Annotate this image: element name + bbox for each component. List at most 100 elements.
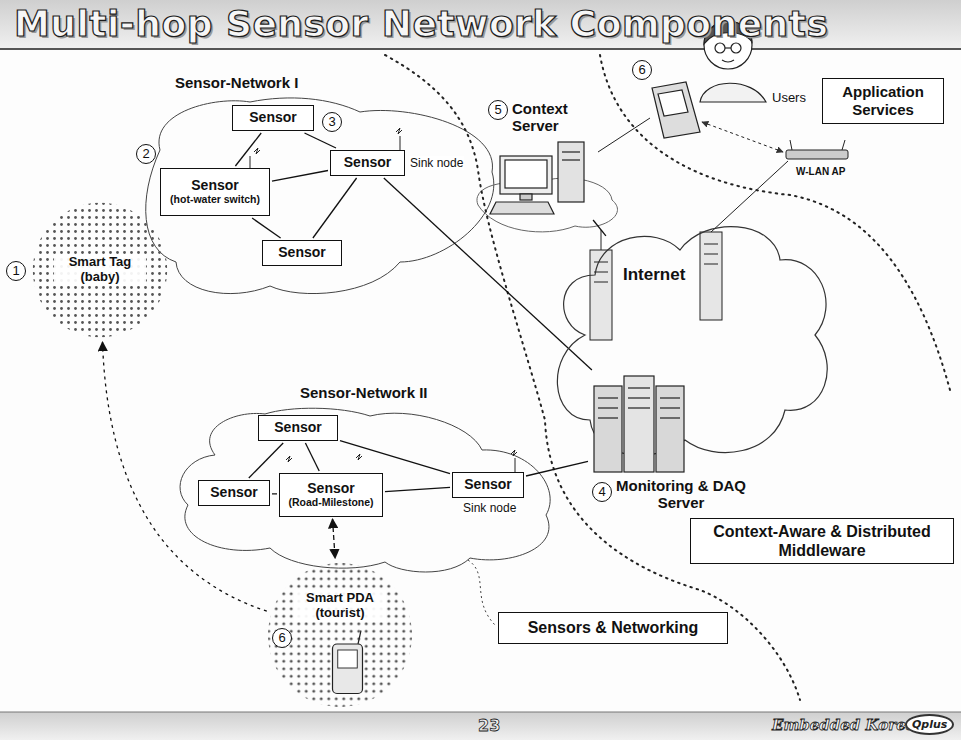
footer-band — [0, 712, 961, 740]
node-text: Smart Tag (baby) — [54, 254, 146, 286]
footer-band-part — [0, 712, 961, 740]
server-node-shape-part-part — [660, 417, 680, 418]
context-server-node-shape — [488, 136, 598, 218]
slide-title: Multi-hop Sensor Network Components — [14, 3, 828, 44]
smart-device-zone-shape-part — [268, 563, 412, 707]
connector — [593, 220, 606, 236]
wlan-access-point-part — [786, 150, 848, 159]
process-box: Sensor — [262, 240, 342, 266]
network-cloud — [146, 98, 618, 626]
process-box: Sensors & Networking — [498, 612, 728, 644]
callout-number: 4 — [592, 482, 612, 502]
layer-boundary-part — [385, 55, 800, 700]
node-text: Smart PDA (tourist) — [294, 590, 386, 622]
sink-label: Sink node — [409, 156, 464, 170]
internet-cloud: Internet — [545, 215, 835, 465]
antenna-symbol-part — [356, 454, 362, 460]
server-node-shape-part-part — [628, 407, 650, 408]
node-text: Context Server — [512, 100, 592, 135]
antenna-symbol-part — [396, 128, 402, 150]
user-label: Users — [772, 90, 806, 105]
process-box: Context-Aware & Distributed Middleware — [690, 518, 954, 564]
node-text: Internet — [623, 265, 685, 285]
server-rack-part — [700, 232, 722, 320]
smart-device-zone: Smart Tag (baby) — [30, 200, 170, 340]
smart-device-zone-shape-part — [358, 631, 361, 645]
node-text: (hot-water switch) — [170, 194, 260, 206]
server-node-shape-part-part — [660, 397, 680, 398]
process-box: Sensor — [232, 105, 314, 131]
wlan-access-point-part — [790, 140, 792, 150]
connector — [252, 218, 281, 238]
context-server-node-shape-part-part — [520, 194, 532, 200]
wlan-access-point — [702, 122, 848, 159]
connector — [103, 342, 267, 611]
network-cloud-part — [146, 98, 494, 294]
server-node-shape-part-part — [598, 397, 618, 398]
process-box: Sensor(hot-water switch) — [160, 168, 270, 216]
connector — [384, 178, 592, 370]
network-label: Sensor-Network II — [300, 384, 428, 401]
context-server-node-shape-part-part — [490, 202, 554, 214]
connector — [305, 133, 337, 148]
node-text: Context-Aware & Distributed Middleware — [696, 522, 948, 560]
page-number: 23 — [478, 716, 500, 735]
node-text: Sensor — [191, 178, 238, 194]
connector — [385, 487, 450, 491]
process-box: Sensor — [330, 150, 405, 176]
connector — [272, 171, 328, 182]
server-rack-part — [601, 230, 602, 250]
footer-band-part — [0, 712, 961, 713]
network-cloud-part — [468, 560, 496, 626]
node-text: Sensors & Networking — [528, 618, 699, 637]
title-band-part — [0, 48, 961, 50]
node-text: Sensor — [278, 245, 325, 261]
network-cloud-part — [180, 408, 550, 572]
antenna-symbol-part — [286, 456, 292, 462]
server-rack-part — [704, 264, 718, 265]
sink-label: Sink node — [462, 501, 517, 515]
server-rack-part — [598, 118, 650, 152]
server-node-shape-part-part — [598, 417, 618, 418]
user-figure-part — [652, 82, 700, 138]
title-band-part — [0, 0, 961, 48]
connector — [235, 133, 261, 166]
connector — [340, 441, 450, 474]
server-node-shape-part-part — [656, 386, 684, 472]
server-node-shape-part-part — [598, 407, 618, 408]
device-label: W-LAN AP — [796, 166, 845, 177]
server-rack — [590, 118, 788, 340]
callout-number: 3 — [322, 112, 342, 132]
server-node-shape-part — [594, 376, 684, 472]
server-node-shape-part-part — [628, 387, 650, 388]
user-figure-part — [731, 43, 741, 53]
process-box: Application Services — [822, 78, 944, 124]
footer-brand: Embedded Korea — [772, 716, 915, 734]
server-node-shape-part-part — [624, 376, 654, 472]
smart-device-zone-shape-part — [33, 203, 167, 337]
connector — [305, 443, 319, 471]
node-text: Sensor — [249, 110, 296, 126]
server-node-shape — [590, 372, 690, 477]
node-text: Sensor — [344, 155, 391, 171]
antenna-symbol-part — [250, 148, 260, 168]
process-box: Sensor(Road-Milestone) — [279, 473, 383, 517]
callout-number: 6 — [632, 60, 652, 80]
context-server-node-shape-part-part — [562, 151, 580, 152]
connector — [526, 461, 588, 476]
context-server-node-shape-part-part — [505, 160, 547, 188]
node-text: Monitoring & DAQ Server — [612, 477, 750, 512]
layer-boundary — [385, 55, 950, 700]
user-figure-part — [700, 83, 766, 102]
antenna-symbol-part — [511, 450, 517, 472]
process-box: Sensor — [258, 415, 338, 441]
user-figure-part — [722, 60, 734, 62]
server-node-shape-part-part — [628, 397, 650, 398]
connector — [313, 178, 357, 238]
callout-number: 2 — [136, 144, 156, 164]
server-rack-part — [704, 254, 718, 255]
callout-number: 6 — [272, 628, 292, 648]
connector — [272, 493, 277, 494]
